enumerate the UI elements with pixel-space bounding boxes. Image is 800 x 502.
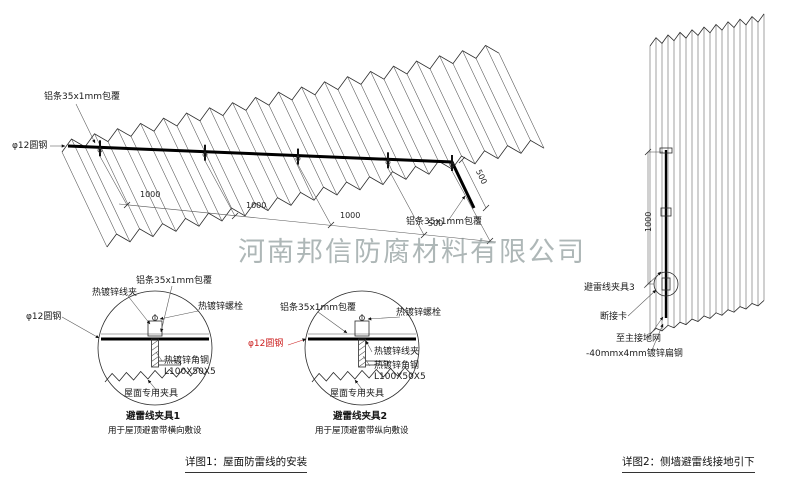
d2-angle-steel-label: 热镀锌角钢 [374, 361, 420, 371]
roof-strip-top-label: 铝条35x1mm包覆 [44, 92, 121, 102]
roof-dim-500: 500 [428, 219, 444, 228]
d1-angle-steel-label: 热镀锌角钢 [164, 356, 210, 366]
d1-title: 避雷线夹具1 [126, 411, 181, 422]
wall-disconnect-label: 断接卡 [600, 312, 628, 322]
d2-title: 避雷线夹具2 [333, 411, 388, 422]
roof-round-steel-label: φ12圆钢 [12, 141, 48, 151]
roof-isometric-drawing [61, 44, 545, 248]
company-watermark: 河南邦信防腐材料有限公司 [238, 237, 586, 268]
wall-flat-steel-label: -40mmx4mm镀锌扁钢 [586, 349, 683, 359]
side-wall-drawing [644, 13, 765, 335]
caption-detail2: 详图2：侧墙避雷线接地引下 [622, 454, 755, 473]
d2-wire-clip-label: 热镀锌线夹 [374, 347, 420, 357]
d1-wire-clip-label: 热镀锌线夹 [92, 288, 138, 298]
d2-roof-clamp-label: 屋面专用夹具 [330, 389, 385, 399]
d1-strip-label: 铝条35x1mm包覆 [136, 276, 213, 286]
roof-dim-1000-b: 1000 [246, 201, 267, 210]
wall-to-ground-label: 至主接地网 [616, 334, 662, 344]
d1-round-steel-label: φ12圆钢 [26, 312, 62, 322]
d2-angle-spec-label: L100X50X5 [374, 372, 426, 382]
d1-bolt-label: 热镀锌螺栓 [198, 302, 244, 312]
roof-strip-bottom-label: 铝条35x1mm包覆 [406, 217, 483, 227]
roof-dim-1000-c: 1000 [340, 211, 361, 220]
d1-subtitle: 用于屋顶避雷带横向敷设 [108, 426, 202, 436]
d1-angle-spec-label: L100X50X5 [164, 367, 216, 377]
d2-strip-label: 铝条35x1mm包覆 [280, 303, 357, 313]
d1-roof-clamp-label: 屋面专用夹具 [124, 389, 179, 399]
d2-bolt-label: 热镀锌螺栓 [396, 308, 442, 318]
roof-dim-1000-a: 1000 [140, 190, 161, 199]
clamp-detail2-drawing [304, 290, 420, 406]
wall-dim-1000: 1000 [644, 211, 653, 232]
d2-subtitle: 用于屋顶避雷带纵向敷设 [315, 426, 409, 436]
clamp-detail1-drawing [97, 290, 213, 406]
leader-lines [50, 103, 664, 393]
caption-detail1: 详图1：屋面防雷线的安装 [185, 454, 308, 473]
wall-clamp-label: 避雷线夹具3 [584, 283, 635, 293]
d2-round-steel-label: φ12圆钢 [248, 339, 284, 349]
